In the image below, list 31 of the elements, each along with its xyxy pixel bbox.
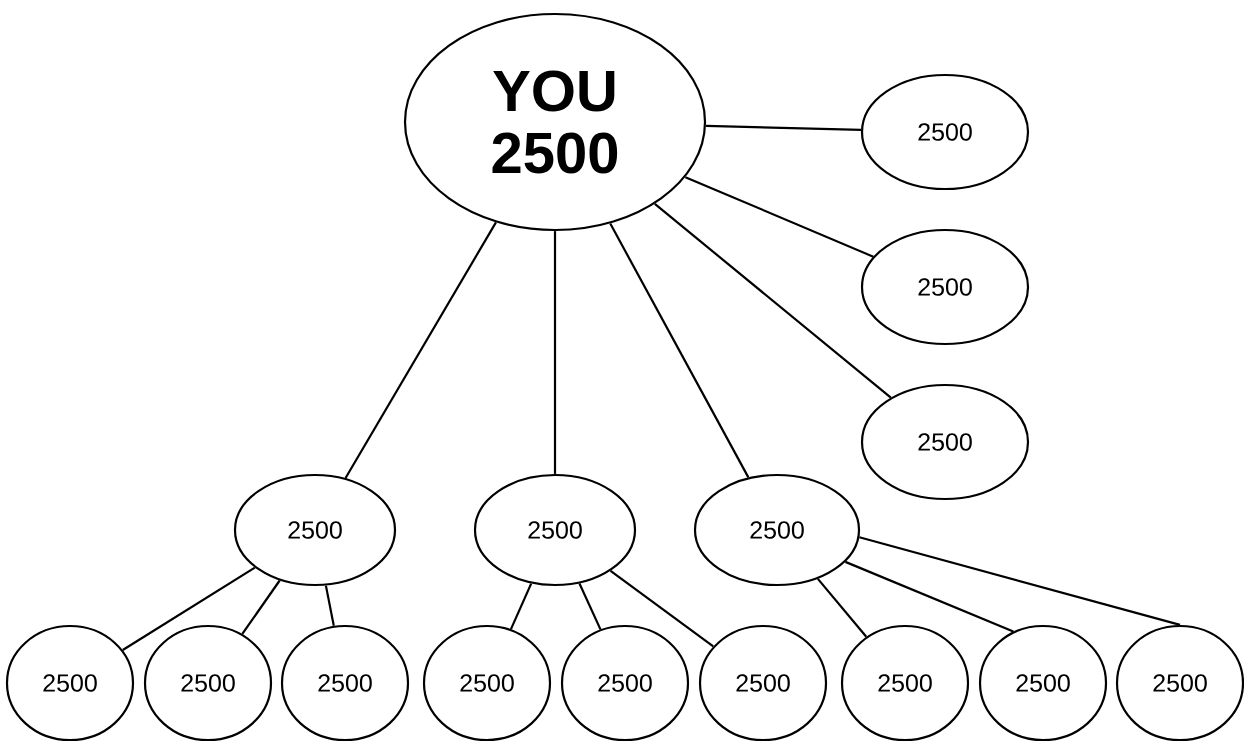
- ellipse-node: 2500: [693, 473, 861, 587]
- connector-line: [654, 203, 892, 399]
- ellipse-node: 2500: [860, 383, 1030, 501]
- connector-line: [817, 578, 868, 638]
- ellipse-node: 2500: [473, 473, 637, 587]
- ellipse-node: 2500: [860, 73, 1030, 191]
- connector-line: [859, 536, 1181, 626]
- connector-line: [344, 221, 497, 479]
- connector-line: [706, 124, 861, 131]
- ellipse-node: 2500: [233, 473, 397, 587]
- ellipse-node: 2500: [1115, 624, 1244, 742]
- connector-line: [609, 223, 750, 478]
- ellipse-node: 2500: [840, 624, 970, 742]
- connector-line: [553, 231, 557, 474]
- ellipse-node: 2500: [978, 624, 1108, 742]
- connector-line: [844, 560, 1014, 633]
- connector-line: [609, 570, 714, 648]
- ellipse-node: 2500: [422, 624, 552, 742]
- ellipse-node: 2500: [5, 624, 135, 742]
- ellipse-node: 2500: [143, 624, 273, 742]
- ellipse-node: 2500: [560, 624, 690, 742]
- ellipse-node: YOU 2500: [403, 12, 707, 232]
- ellipse-node: 2500: [280, 624, 410, 742]
- ellipse-node: 2500: [860, 228, 1030, 346]
- connector-line: [324, 585, 335, 626]
- connector-line: [241, 579, 281, 635]
- connector-line: [122, 566, 256, 651]
- ellipse-node: 2500: [698, 624, 828, 742]
- connector-line: [509, 583, 533, 630]
- connector-line: [684, 176, 874, 258]
- connector-line: [578, 583, 602, 630]
